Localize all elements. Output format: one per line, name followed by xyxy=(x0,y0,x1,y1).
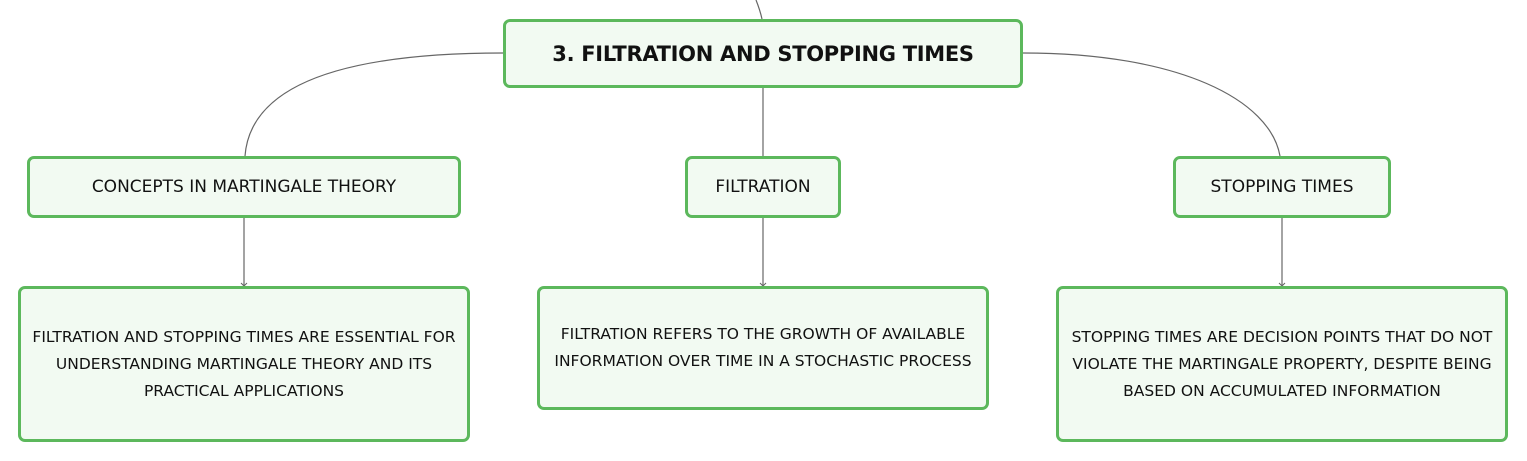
topic-node-stopping-times[interactable]: STOPPING TIMES xyxy=(1173,156,1391,218)
connector-parent-to-root xyxy=(755,0,763,20)
connector-root-to-right xyxy=(1022,52,1281,157)
detail-node-stopping-times[interactable]: STOPPING TIMES ARE DECISION POINTS THAT … xyxy=(1056,286,1508,442)
topic-node-label: CONCEPTS IN MARTINGALE THEORY xyxy=(91,177,397,197)
root-node[interactable]: 3. FILTRATION AND STOPPING TIMES xyxy=(503,19,1023,88)
topic-node-concepts[interactable]: CONCEPTS IN MARTINGALE THEORY xyxy=(27,156,461,218)
connector-root-to-left xyxy=(244,52,504,157)
detail-node-text: STOPPING TIMES ARE DECISION POINTS THAT … xyxy=(1071,327,1493,400)
detail-node-text: FILTRATION AND STOPPING TIMES ARE ESSENT… xyxy=(32,327,456,400)
root-node-label: 3. FILTRATION AND STOPPING TIMES xyxy=(552,41,974,66)
topic-node-label: FILTRATION xyxy=(715,177,811,197)
topic-node-filtration[interactable]: FILTRATION xyxy=(685,156,841,218)
detail-node-concepts[interactable]: FILTRATION AND STOPPING TIMES ARE ESSENT… xyxy=(18,286,470,442)
detail-node-filtration[interactable]: FILTRATION REFERS TO THE GROWTH OF AVAIL… xyxy=(537,286,989,410)
topic-node-label: STOPPING TIMES xyxy=(1210,177,1354,197)
detail-node-text: FILTRATION REFERS TO THE GROWTH OF AVAIL… xyxy=(554,325,972,370)
